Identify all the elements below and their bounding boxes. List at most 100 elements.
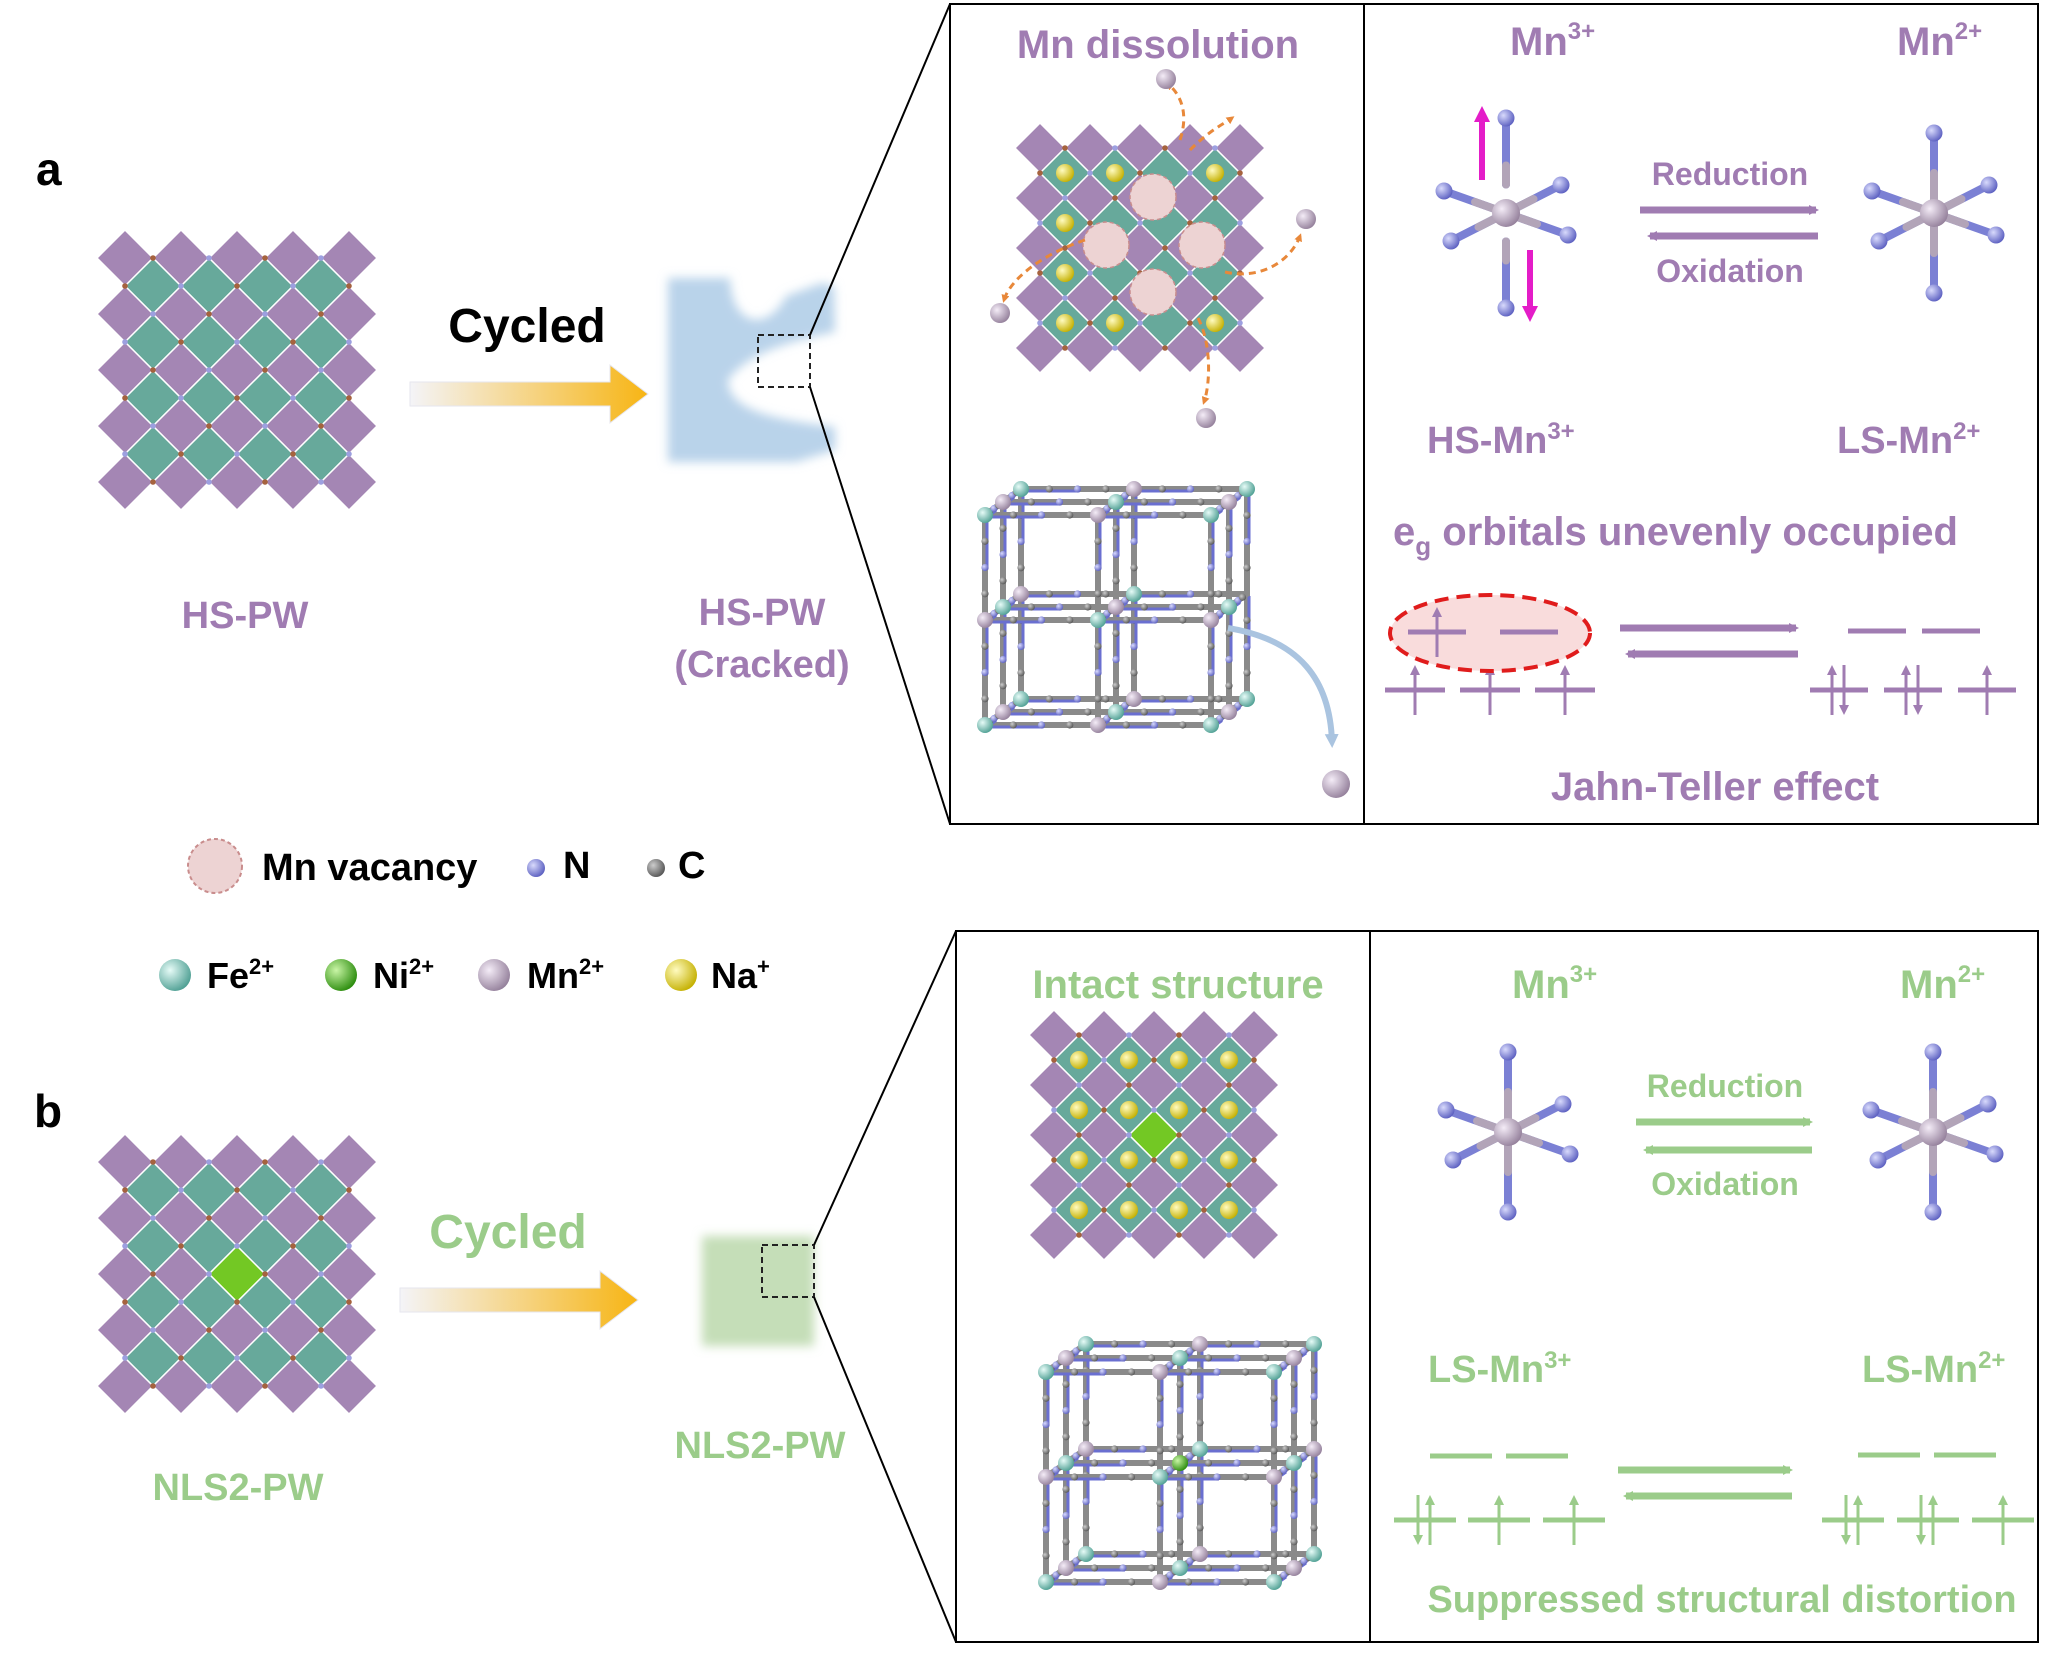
- c-atom: [1215, 695, 1223, 703]
- na-ion: [1056, 264, 1074, 282]
- c-atom: [1082, 1524, 1090, 1532]
- c-atom: [1110, 1550, 1119, 1558]
- bridge-atom: [1162, 245, 1168, 251]
- bridge-atom: [1251, 1107, 1257, 1113]
- bridge-atom: [1162, 145, 1168, 151]
- legend-na-swatch: [665, 959, 697, 991]
- n-atom: [981, 563, 989, 572]
- n-ligand: [1924, 1043, 1942, 1061]
- ls-mn3-label: LS-Mn3+: [1428, 1347, 1571, 1391]
- c-atom: [1110, 1445, 1119, 1453]
- n-atom: [1280, 1571, 1288, 1579]
- bridge-atom: [1076, 1232, 1082, 1238]
- fe-node: [1203, 717, 1219, 733]
- n-atom: [1186, 485, 1195, 493]
- spin-arrowhead: [1853, 1495, 1863, 1505]
- c-atom: [1158, 485, 1166, 493]
- spin-arrowhead: [1494, 1495, 1504, 1505]
- mn-node: [1192, 1546, 1208, 1562]
- c-atom: [1176, 1380, 1184, 1388]
- bridge-atom: [1062, 295, 1068, 301]
- bridge-atom: [234, 1355, 240, 1361]
- c-atom: [1140, 708, 1148, 716]
- bridge-atom: [1212, 195, 1218, 201]
- legend-n-label: N: [563, 845, 590, 887]
- fe-node: [1172, 1350, 1188, 1366]
- fe-node: [1221, 599, 1237, 615]
- mn-center: [1494, 1118, 1522, 1146]
- mn-octahedron: [207, 452, 267, 512]
- bridge-atom: [1076, 1032, 1082, 1038]
- fe-node: [1266, 1574, 1282, 1590]
- c-atom: [1017, 564, 1025, 572]
- zoom-line-a-bottom: [809, 386, 951, 825]
- bridge-atom: [1151, 1207, 1157, 1213]
- mn-vacancy: [1129, 173, 1177, 221]
- n-atom: [1042, 1420, 1050, 1429]
- spin-arrowhead: [1432, 607, 1442, 617]
- bridge-atom: [346, 1355, 352, 1361]
- elongation-arrowhead-down: [1522, 306, 1538, 322]
- c-atom: [1045, 590, 1053, 598]
- c-atom: [1197, 498, 1205, 506]
- c-atom: [1207, 642, 1215, 650]
- n-atom: [1130, 642, 1138, 651]
- c-atom: [999, 629, 1007, 637]
- n-ligand: [1869, 1151, 1887, 1169]
- c-atom: [1062, 1380, 1070, 1388]
- bridge-atom: [318, 1327, 324, 1333]
- c-atom: [1122, 721, 1130, 729]
- n-atom: [1099, 1368, 1107, 1376]
- mn-node: [995, 704, 1011, 720]
- legend-c-swatch: [647, 859, 665, 877]
- c-atom: [1156, 1552, 1164, 1560]
- c-atom: [981, 695, 989, 703]
- bridge-atom: [1126, 1132, 1132, 1138]
- n-ligand: [1986, 1145, 2004, 1163]
- c-atom: [1215, 485, 1223, 493]
- c-atom: [1156, 1394, 1164, 1402]
- n-atom: [1186, 1557, 1194, 1565]
- bridge-atom: [1237, 220, 1243, 226]
- c-atom: [1017, 669, 1025, 677]
- c-atom: [1042, 1447, 1050, 1455]
- na-ion: [1056, 214, 1074, 232]
- bridge-atom: [150, 1327, 156, 1333]
- mn2-label-b: Mn2+: [1900, 961, 1985, 1007]
- c-atom: [1009, 721, 1017, 729]
- bridge-atom: [318, 1271, 324, 1277]
- bridge-atom: [122, 451, 128, 457]
- mn-node: [1058, 1350, 1074, 1366]
- c-atom: [1147, 1354, 1156, 1362]
- c-atom: [1243, 564, 1251, 572]
- n-atom: [1119, 1354, 1127, 1362]
- bridge-atom: [262, 1383, 268, 1389]
- c-atom: [1270, 1499, 1278, 1507]
- n-ligand: [1924, 1203, 1942, 1221]
- spin-arrowhead: [1569, 1495, 1579, 1505]
- dissolved-mn-ion: [990, 303, 1010, 323]
- bridge-atom: [178, 1355, 184, 1361]
- c-atom: [1127, 1368, 1136, 1376]
- spin-arrowhead: [1425, 1495, 1435, 1505]
- c-atom: [1084, 498, 1092, 506]
- bridge-atom: [206, 311, 212, 317]
- bridge-atom: [1037, 170, 1043, 176]
- c-atom: [1204, 1564, 1213, 1572]
- na-ion: [1220, 1051, 1238, 1069]
- mn3-label-a: Mn3+: [1510, 18, 1595, 64]
- c-atom: [1184, 1578, 1193, 1586]
- na-ion: [1220, 1151, 1238, 1169]
- bridge-atom: [318, 255, 324, 261]
- bridge-atom: [1101, 1107, 1107, 1113]
- mn-center: [1919, 1118, 1947, 1146]
- c-atom: [1027, 498, 1035, 506]
- c-atom: [1084, 708, 1092, 716]
- bridge-atom: [1062, 345, 1068, 351]
- c-atom: [1204, 1354, 1213, 1362]
- cracked-caption-line2: (Cracked): [674, 644, 849, 686]
- n-atom: [1213, 1578, 1221, 1586]
- c-atom: [999, 524, 1007, 532]
- c-atom: [1158, 695, 1166, 703]
- n-atom: [1270, 1525, 1278, 1534]
